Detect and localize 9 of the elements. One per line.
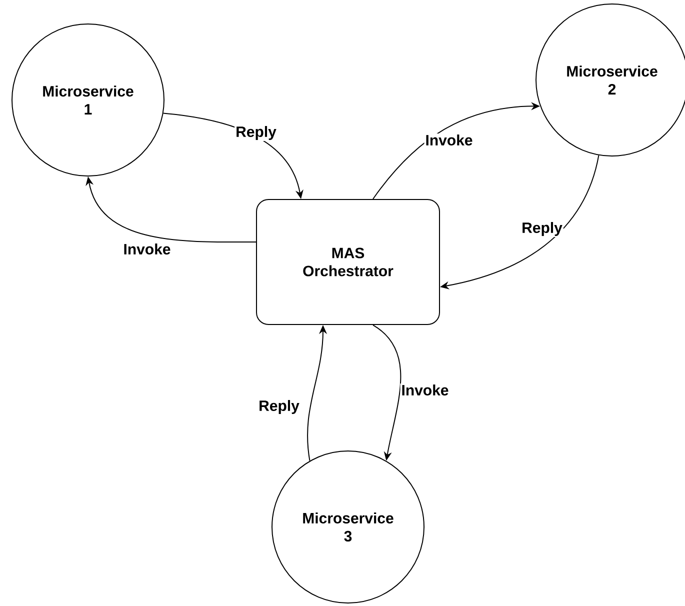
edge-label: Invoke <box>400 384 450 397</box>
circle-node: Microservice 1 <box>12 24 164 176</box>
edge-label: Invoke <box>424 134 474 146</box>
circle-node: Microservice 3 <box>272 450 424 604</box>
edge-label: Invoke <box>122 242 172 256</box>
edge-label: Reply <box>234 125 278 141</box>
edge-label: Reply <box>520 221 564 237</box>
process-box: MAS Orchestrator <box>256 199 440 325</box>
edge-label: Reply <box>258 399 300 415</box>
